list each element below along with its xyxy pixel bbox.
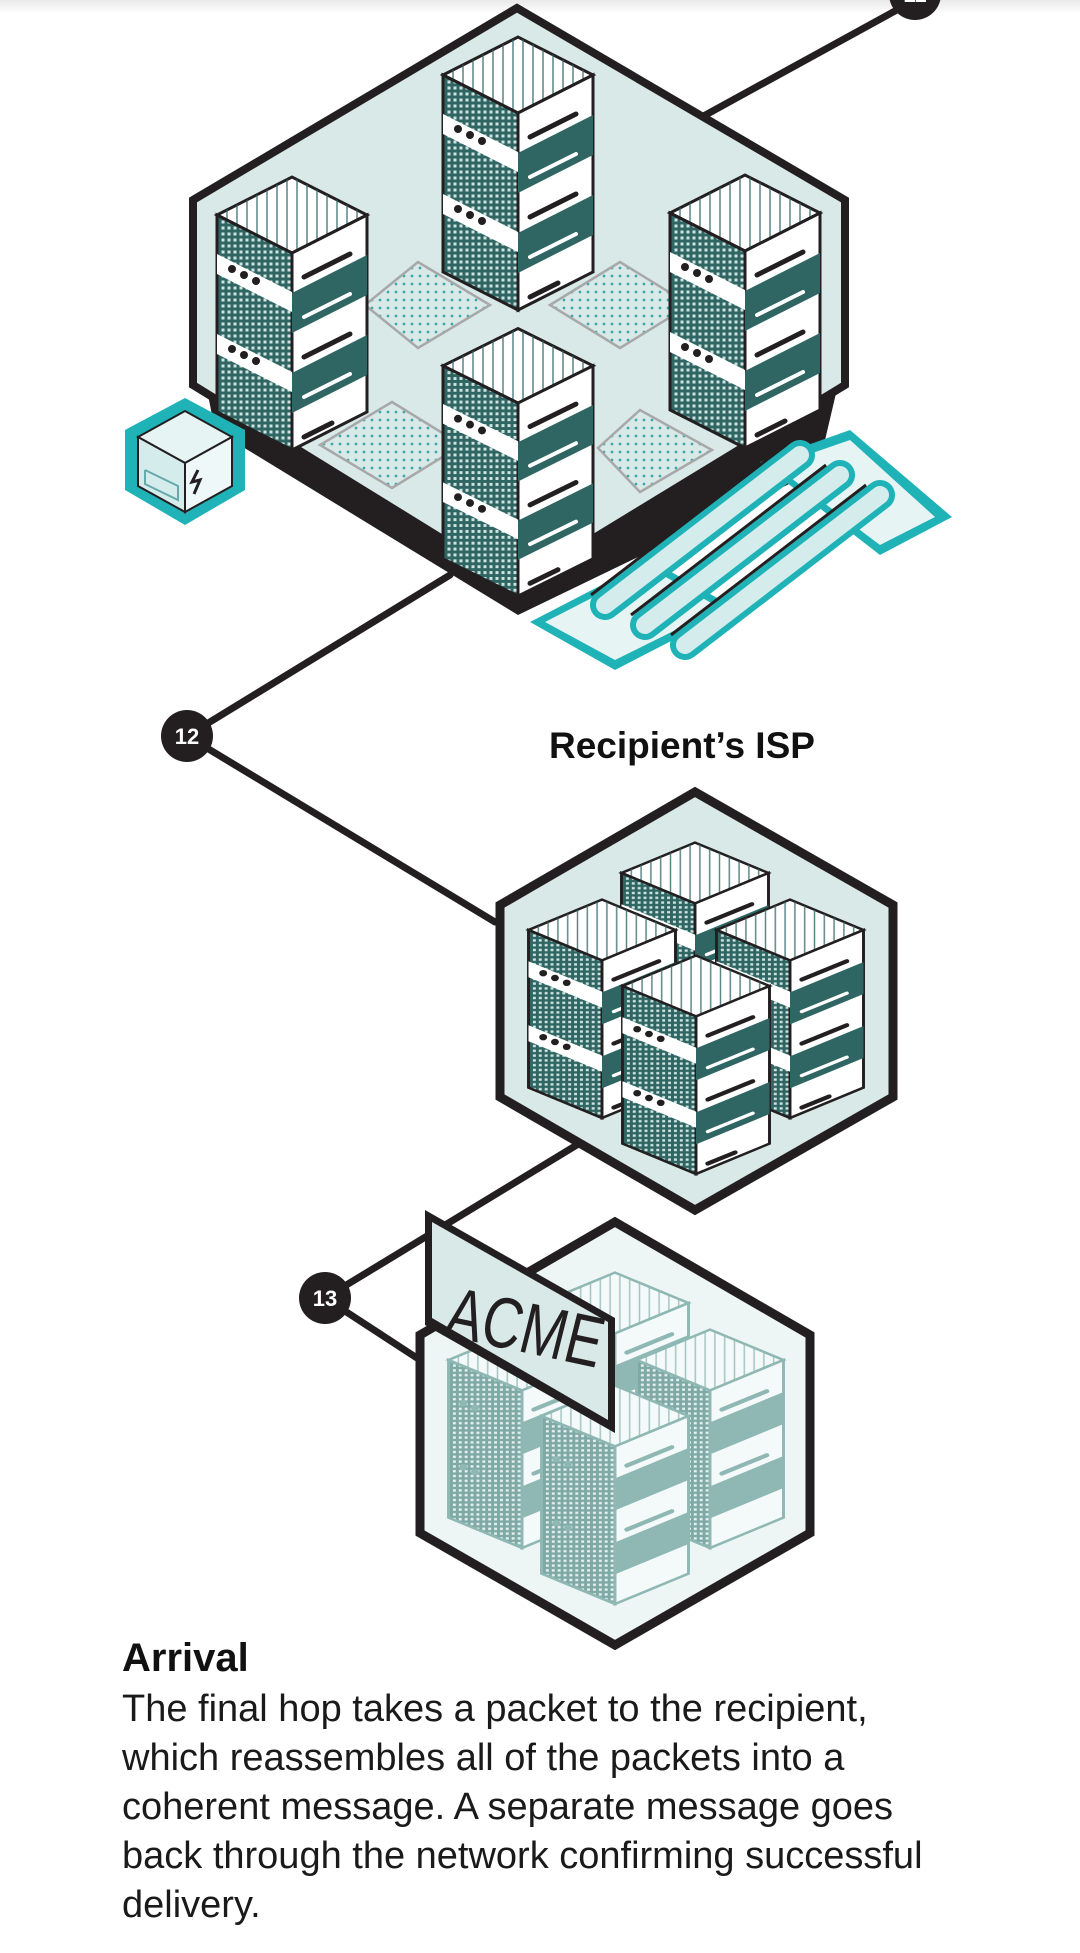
- data-center-platform: [125, 3, 952, 670]
- server-rack-front: [443, 329, 593, 597]
- isp-label: Recipient’s ISP: [549, 725, 815, 766]
- server-rack-left: [217, 177, 367, 450]
- svg-text:12: 12: [175, 724, 199, 749]
- power-box-icon: [125, 398, 245, 525]
- caption-body: The final hop takes a packet to the reci…: [122, 1688, 923, 1926]
- floor-tiles: [317, 260, 715, 494]
- hop-marker-12: 12: [161, 710, 213, 762]
- svg-text:11: 11: [903, 0, 926, 7]
- server-rack-top: [443, 37, 593, 310]
- hop-marker-13: 13: [299, 1272, 351, 1324]
- svg-text:13: 13: [313, 1286, 337, 1311]
- isp-server-cluster: [495, 786, 898, 1216]
- hop-marker-11: 11: [889, 0, 941, 20]
- caption-title: Arrival: [122, 1636, 249, 1680]
- server-rack-right: [670, 175, 820, 448]
- isp-rack-front: [623, 956, 770, 1174]
- top-shadow: [0, 0, 1080, 14]
- caption: Arrival The final hop takes a packet to …: [122, 1636, 982, 1930]
- cooling-pipes: [530, 430, 952, 670]
